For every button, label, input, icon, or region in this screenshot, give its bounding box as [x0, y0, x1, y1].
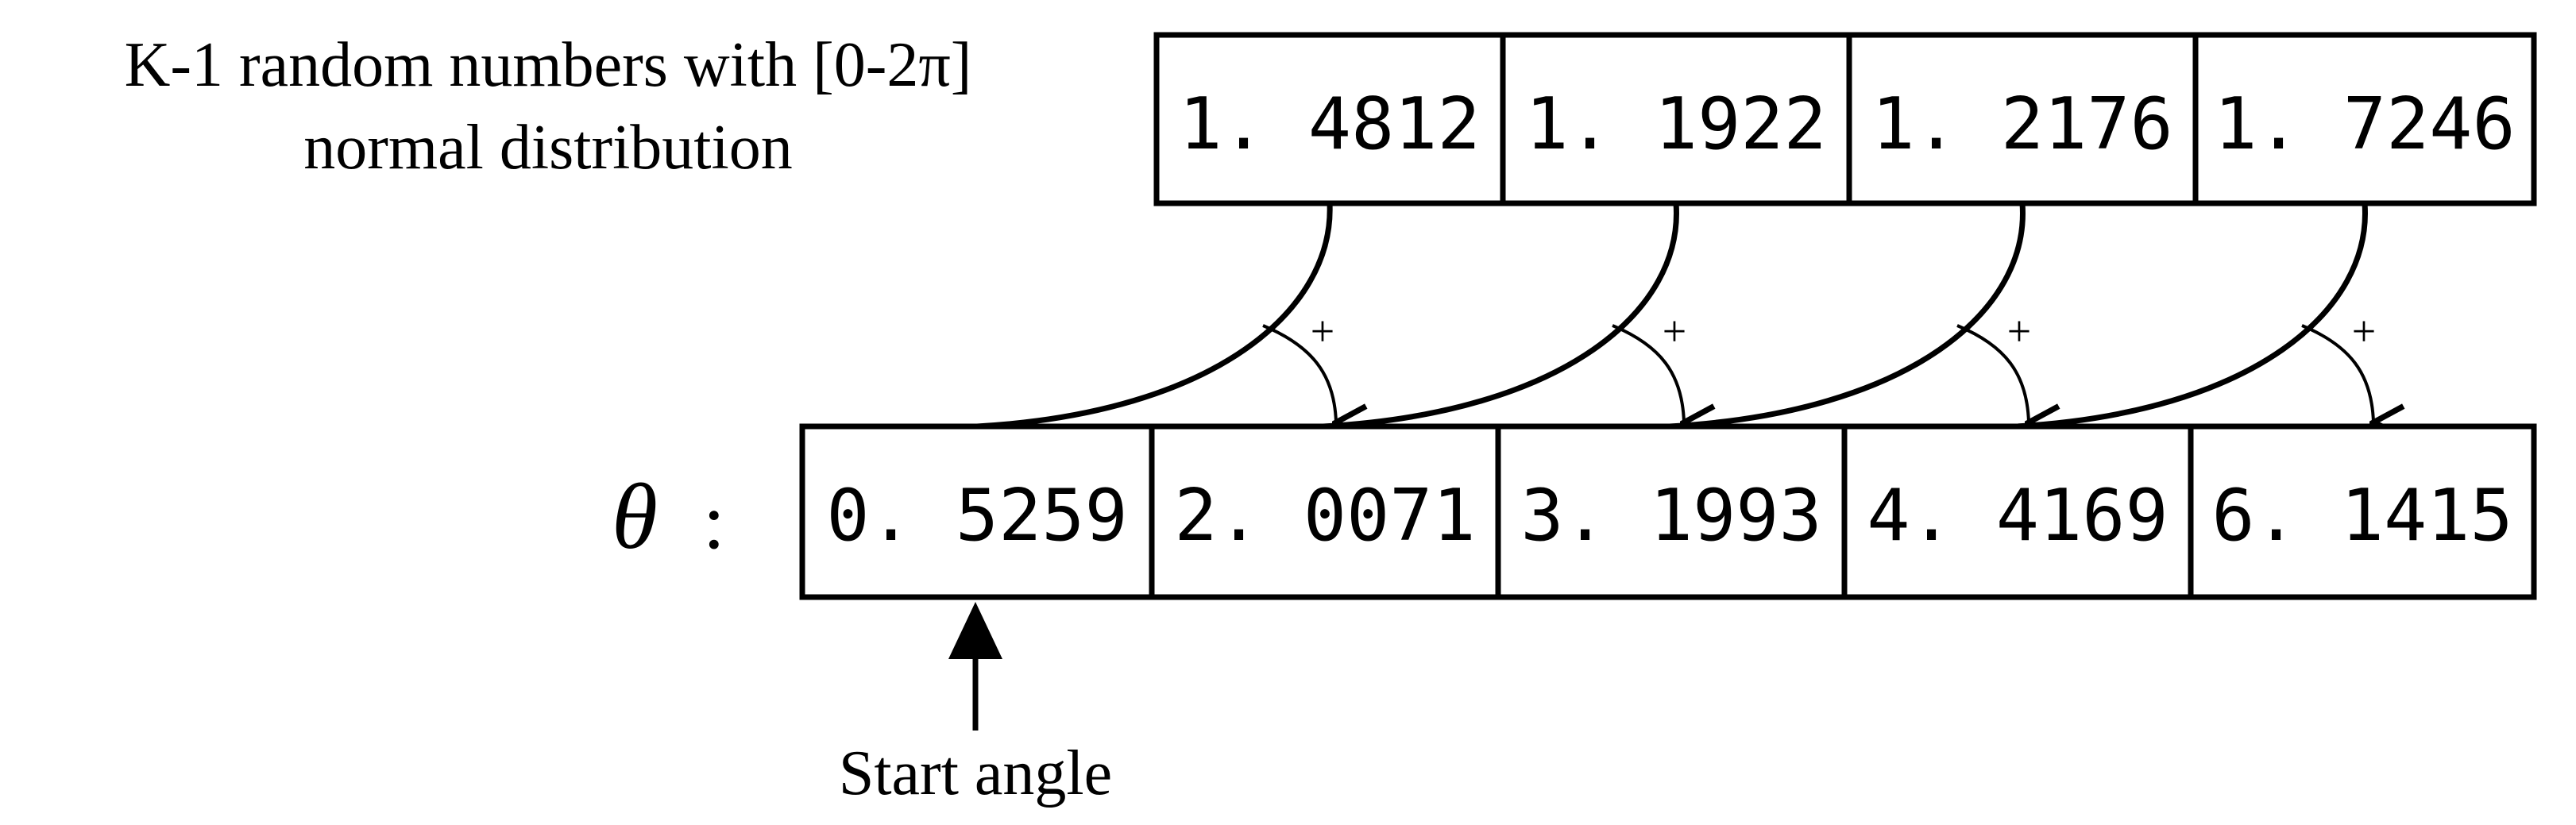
random-value: 1. 7246	[2214, 83, 2515, 166]
plus-signs: + + + +	[1311, 307, 2376, 355]
theta-cell	[2188, 423, 2537, 600]
addition-arrow	[1262, 324, 1336, 422]
theta-cell	[1149, 423, 1501, 600]
caption-line-2: normal distribution	[303, 113, 793, 183]
start-angle-label: Start angle	[839, 738, 1112, 808]
connector-curve	[1323, 202, 1679, 430]
connector-curves	[976, 202, 2368, 430]
random-value: 1. 1922	[1525, 83, 1826, 166]
theta-value: 2. 0071	[1174, 474, 1475, 557]
theta-value: 3. 1993	[1520, 474, 1821, 557]
random-cell	[2192, 32, 2537, 206]
connector-curve	[2015, 202, 2368, 430]
plus-sign: +	[2352, 307, 2376, 355]
addition-arrows	[1262, 324, 2373, 422]
addition-arrow	[1956, 324, 2029, 422]
theta-cell	[1841, 423, 2194, 600]
theta-value: 4. 4169	[1867, 474, 2168, 557]
random-value: 1. 4812	[1179, 83, 1480, 166]
plus-sign: +	[1663, 307, 1686, 355]
random-value: 1. 2176	[1871, 83, 2172, 166]
plus-sign: +	[1311, 307, 1334, 355]
theta-value: 0. 5259	[826, 474, 1127, 557]
random-cell	[1153, 32, 1506, 206]
addition-arrow	[2301, 324, 2373, 422]
random-number-row: 1. 4812 1. 1922 1. 2176 1. 7246	[1153, 32, 2537, 206]
random-cell	[1500, 32, 1852, 206]
plus-sign: +	[2007, 307, 2031, 355]
theta-value: 6. 1415	[2211, 474, 2512, 557]
theta-symbol: θ	[612, 465, 658, 569]
caption-line-1: K-1 random numbers with [0-2π]	[125, 30, 972, 100]
theta-row: 0. 5259 2. 0071 3. 1993 4. 4169 6. 1415	[799, 423, 2537, 600]
addition-arrow	[1612, 324, 1684, 422]
connector-curve	[1669, 202, 2026, 430]
start-angle-pointer	[948, 602, 1002, 731]
connector-curve	[976, 202, 1333, 430]
start-arrow-head	[948, 602, 1002, 659]
theta-cell	[1495, 423, 1848, 600]
theta-colon: :	[703, 477, 725, 565]
